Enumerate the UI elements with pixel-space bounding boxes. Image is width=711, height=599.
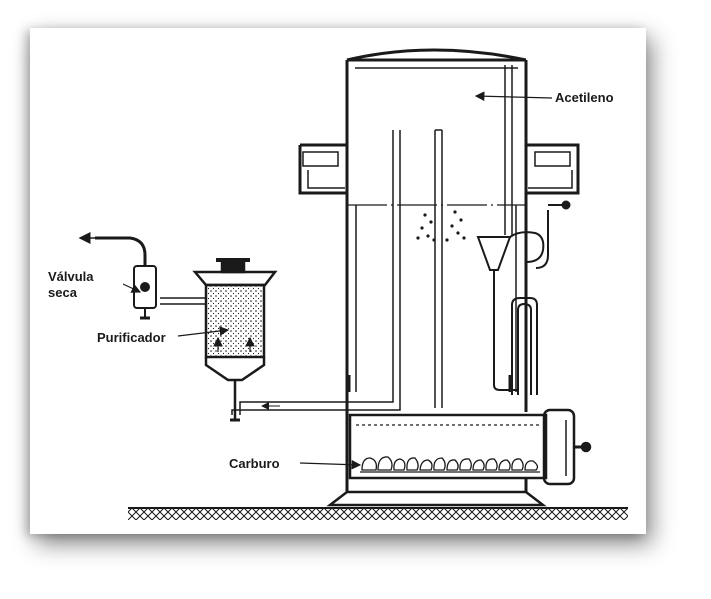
left-side-box — [298, 143, 347, 195]
label-pointers — [122, 91, 553, 470]
label-valvula-line2: seca — [48, 285, 78, 300]
label-purificador: Purificador — [97, 330, 166, 345]
carbide-drawer — [348, 408, 592, 486]
purifier — [160, 258, 278, 422]
carbide-lumps — [360, 456, 540, 473]
right-side-box — [526, 143, 580, 210]
main-tank — [326, 48, 547, 507]
water-seal-funnel — [476, 210, 549, 395]
label-carburo: Carburo — [229, 456, 280, 471]
gas-bubbles — [416, 210, 466, 242]
label-valvula-line1: Válvula — [48, 269, 94, 284]
label-acetileno: Acetileno — [555, 90, 614, 105]
outlet-pipe — [231, 392, 401, 415]
ground — [128, 507, 628, 520]
internal-pipes — [347, 65, 513, 408]
